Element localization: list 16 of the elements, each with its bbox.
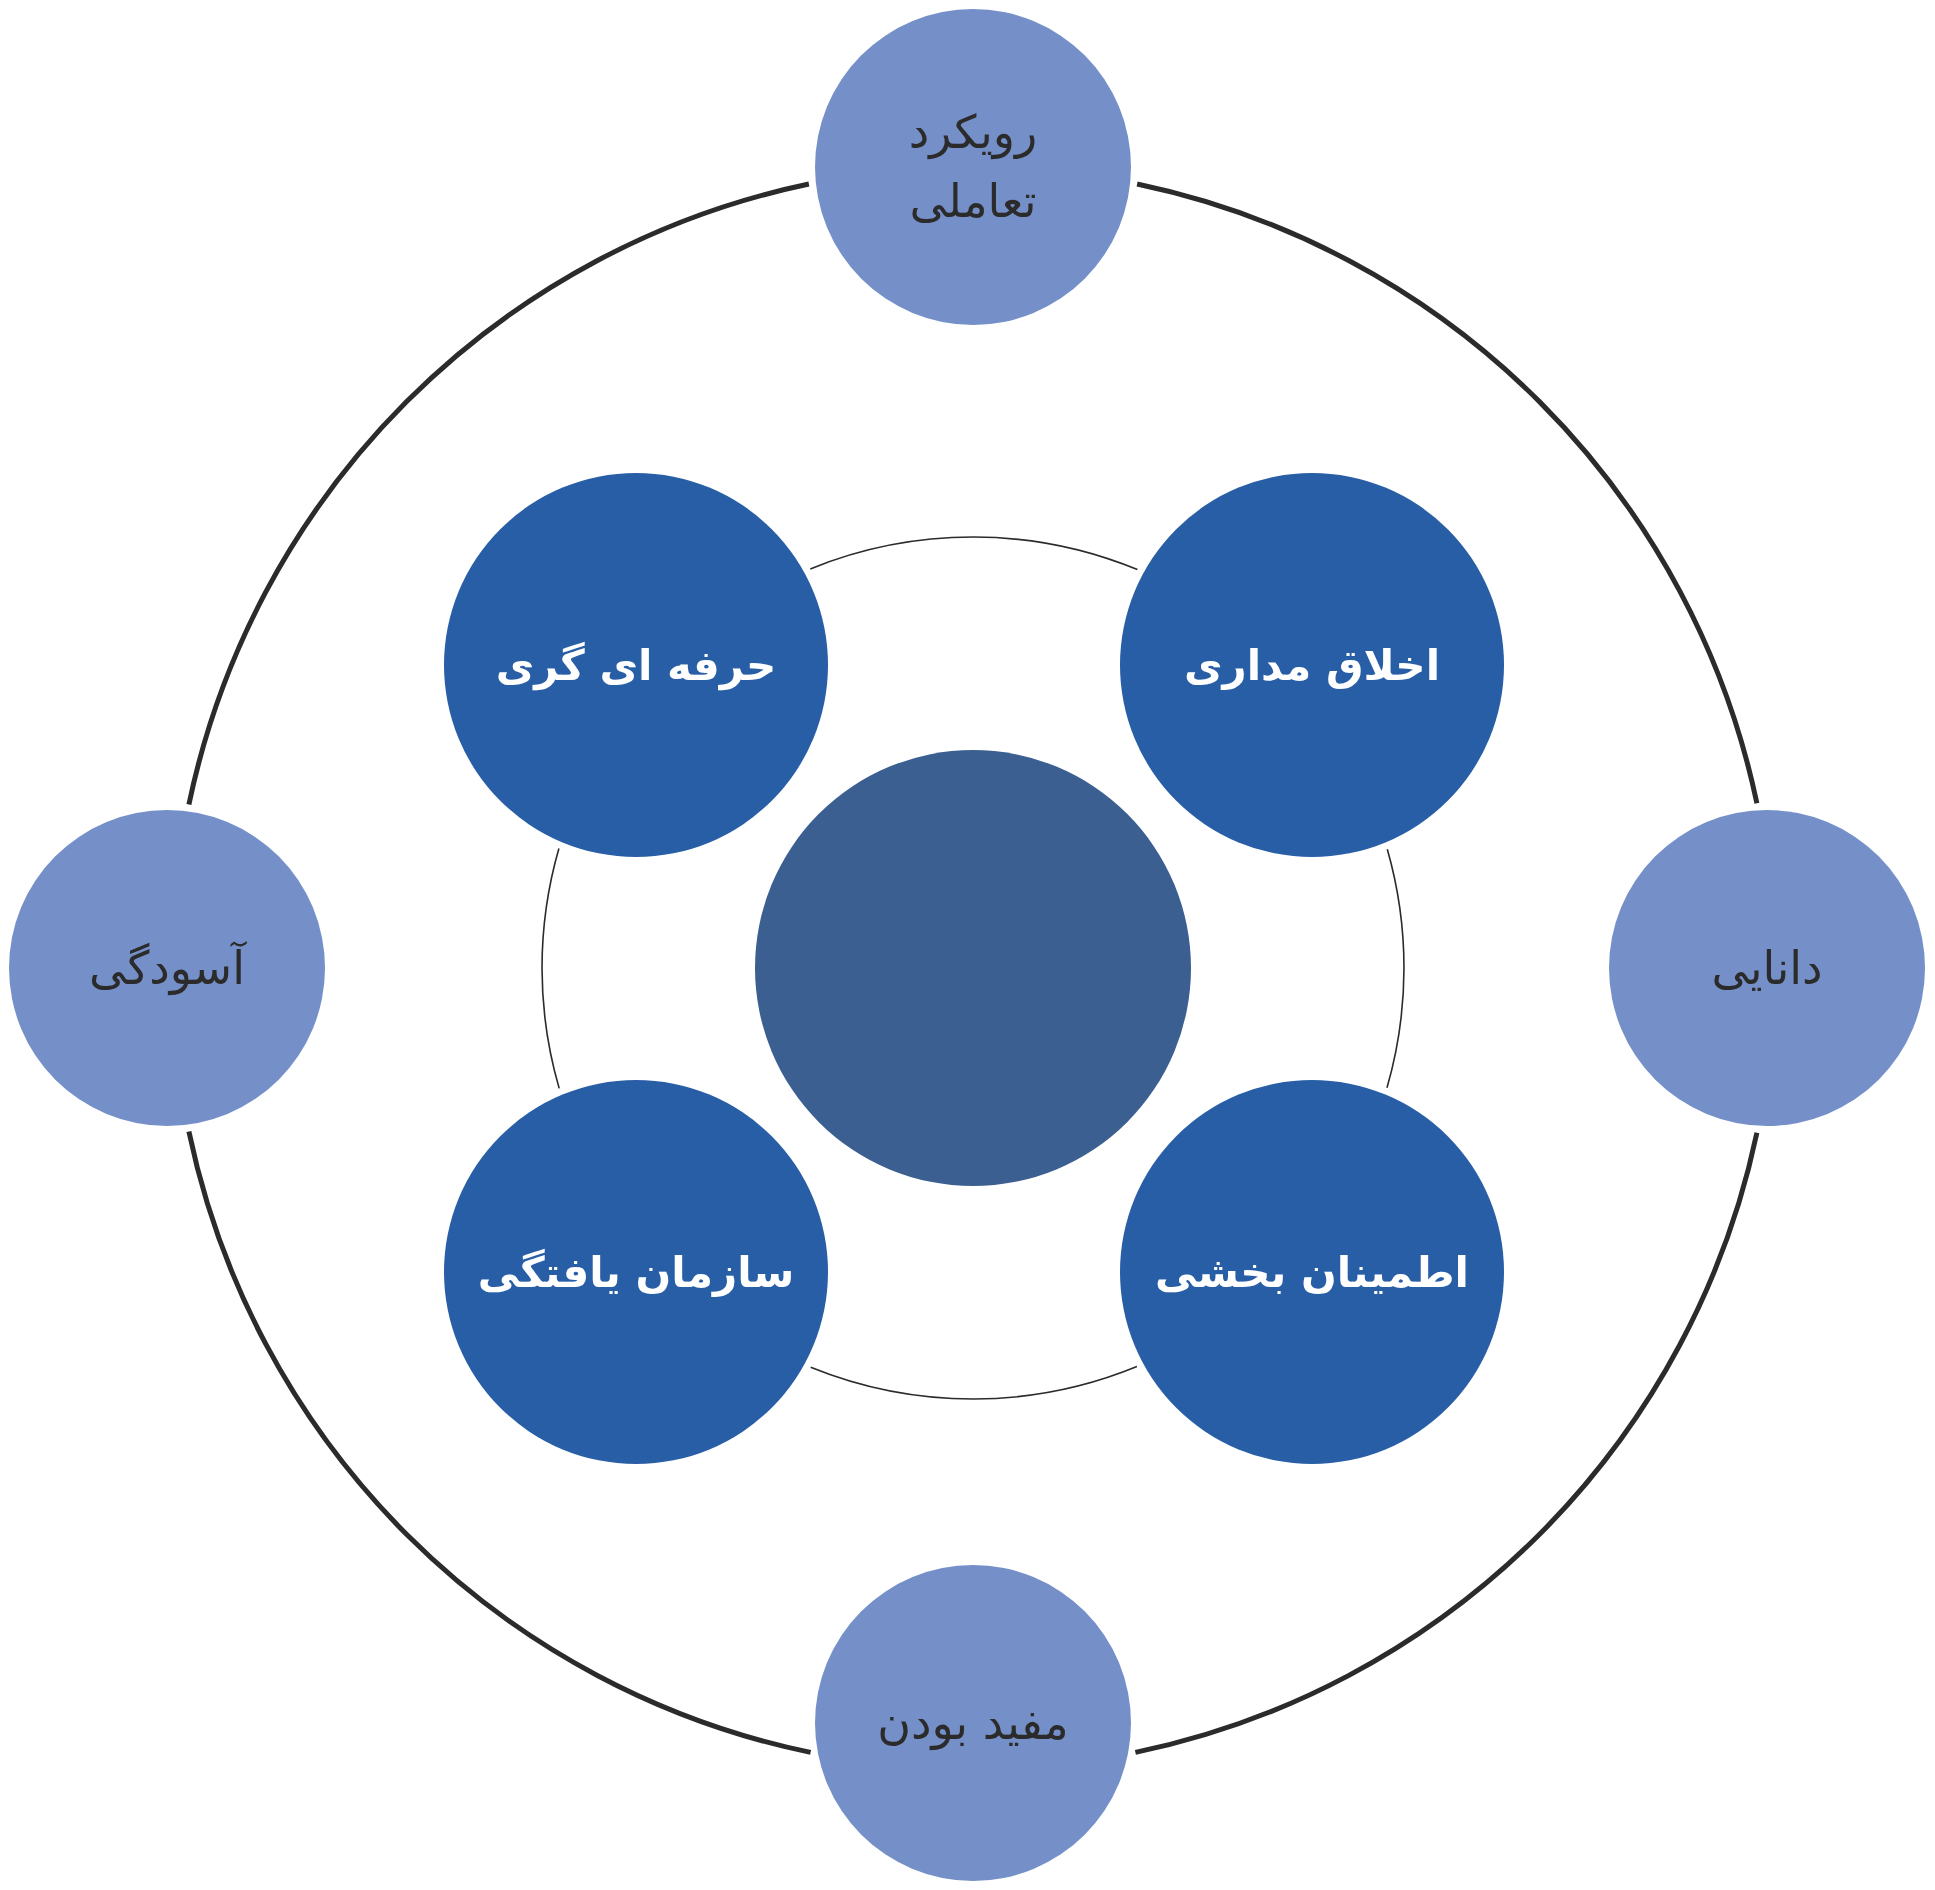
- ring-arc: [1136, 181, 1760, 804]
- ring-arc: [1134, 1132, 1760, 1755]
- circle-label: اطمینان بخشی: [1155, 1246, 1469, 1299]
- ring-arc: [809, 536, 1139, 571]
- circle-label: سازمان یافتگی: [477, 1246, 795, 1299]
- circle-label: آسودگی: [89, 939, 245, 998]
- circle-label: حرفه ای گری: [495, 639, 777, 693]
- ring-arc: [809, 1365, 1138, 1400]
- circle-label: اخلاق مداری: [1183, 639, 1441, 692]
- circle-label: مفید بودن: [877, 1694, 1069, 1753]
- circle-label: دانایی: [1711, 939, 1823, 997]
- circle-label: رویکرد تعاملی: [907, 104, 1039, 230]
- ring-arc: [186, 1130, 812, 1755]
- ring-arc: [541, 847, 560, 1090]
- ring-arc: [1386, 848, 1405, 1089]
- ring-arc: [186, 181, 810, 806]
